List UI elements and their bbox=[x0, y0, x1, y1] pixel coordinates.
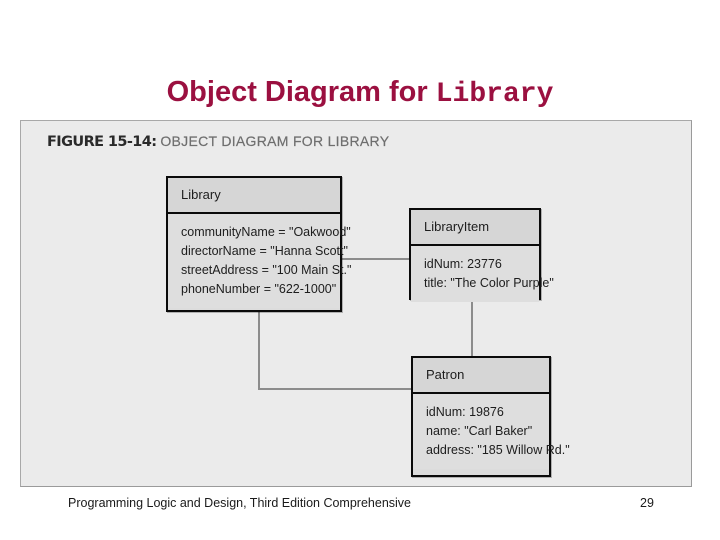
page-title-class-name: Library bbox=[435, 79, 554, 110]
object-header-libraryitem: LibraryItem bbox=[411, 210, 539, 246]
figure-panel: FIGURE 15-14: OBJECT DIAGRAM FOR LIBRARY… bbox=[20, 120, 692, 487]
object-attribute: phoneNumber = "622-1000" bbox=[181, 282, 337, 296]
object-attribute: idNum: 19876 bbox=[426, 405, 504, 419]
footer-book-title: Programming Logic and Design, Third Edit… bbox=[68, 496, 411, 510]
object-box-library[interactable]: Library communityName = "Oakwood" direct… bbox=[166, 176, 352, 312]
object-attribute: address: "185 Willow Rd." bbox=[426, 443, 570, 457]
object-attribute: idNum: 23776 bbox=[424, 257, 502, 271]
object-body-library: communityName = "Oakwood" directorName =… bbox=[168, 214, 352, 308]
object-body-patron: idNum: 19876 name: "Carl Baker" address:… bbox=[413, 394, 570, 469]
object-header-library: Library bbox=[168, 178, 340, 214]
object-attribute: directorName = "Hanna Scott" bbox=[181, 244, 348, 258]
figure-caption: FIGURE 15-14: OBJECT DIAGRAM FOR LIBRARY bbox=[47, 133, 389, 150]
object-attribute: title: "The Color Purple" bbox=[424, 276, 554, 290]
connector-lines bbox=[258, 258, 473, 390]
object-attribute: streetAddress = "100 Main St." bbox=[181, 263, 352, 277]
object-box-patron[interactable]: Patron idNum: 19876 name: "Carl Baker" a… bbox=[411, 356, 570, 477]
figure-caption-label: FIGURE 15-14: bbox=[47, 134, 157, 150]
object-header-patron: Patron bbox=[413, 358, 549, 394]
page-title-main: Object Diagram for bbox=[166, 76, 436, 108]
object-attribute: name: "Carl Baker" bbox=[426, 424, 533, 438]
object-attribute: communityName = "Oakwood" bbox=[181, 225, 351, 239]
connector-library-patron bbox=[258, 312, 412, 390]
footer-page-number: 29 bbox=[640, 496, 654, 510]
object-body-libraryitem: idNum: 23776 title: "The Color Purple" bbox=[411, 246, 554, 302]
page-title: Object Diagram for Library bbox=[0, 74, 720, 113]
object-box-libraryitem[interactable]: LibraryItem idNum: 23776 title: "The Col… bbox=[409, 208, 554, 302]
figure-caption-text: OBJECT DIAGRAM FOR LIBRARY bbox=[160, 133, 390, 149]
